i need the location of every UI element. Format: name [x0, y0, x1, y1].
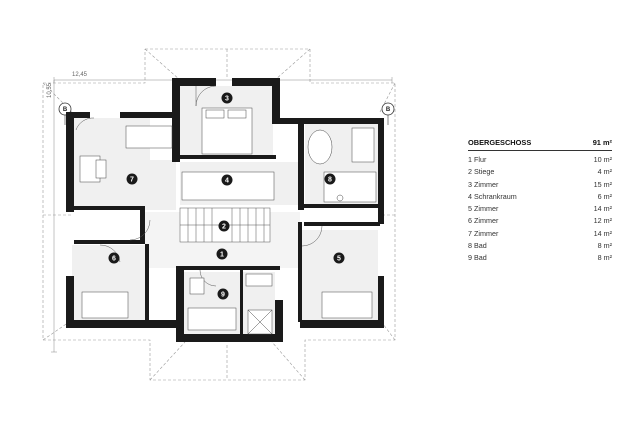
bed-room-7: [125, 125, 173, 149]
bathtub: [187, 307, 237, 331]
room-label-9: 9: [217, 288, 229, 300]
room-label-7: 7: [126, 173, 138, 185]
room-label-8: 8: [324, 173, 336, 185]
legend-title: OBERGESCHOSS: [468, 138, 532, 147]
room-label-2: 2: [218, 220, 230, 232]
walls: [66, 78, 384, 342]
doors: [75, 85, 323, 287]
depth-dimension: 10,55: [47, 82, 53, 98]
roof-outline: [42, 48, 396, 381]
legend-header: OBERGESCHOSS 91 m²: [468, 138, 612, 151]
room-label-3: 3: [221, 92, 233, 104]
legend-total: 91 m²: [592, 138, 612, 147]
svg-text:4: 4: [225, 178, 229, 185]
bed-room-5: [321, 291, 373, 319]
bathtub-ellipse: [307, 129, 333, 165]
room-labels: 1 2 3 4 5 6 7 8 9: [108, 92, 345, 300]
bed-room-6: [81, 291, 129, 319]
dimension-lines: [51, 77, 393, 353]
section-marker-right: B: [381, 102, 395, 125]
svg-text:5: 5: [337, 256, 341, 263]
svg-text:3: 3: [225, 96, 229, 103]
width-dimension: 12,45: [72, 72, 88, 78]
svg-text:6: 6: [112, 256, 116, 263]
svg-text:8: 8: [328, 177, 332, 184]
furniture: [79, 107, 377, 335]
svg-text:1: 1: [220, 252, 224, 259]
svg-text:2: 2: [222, 224, 226, 231]
svg-text:B: B: [386, 107, 391, 113]
svg-text:7: 7: [130, 177, 134, 184]
svg-text:9: 9: [221, 292, 225, 299]
room-label-6: 6: [108, 252, 120, 264]
room-label-1: 1: [216, 248, 228, 260]
room-label-5: 5: [333, 252, 345, 264]
room-label-4: 4: [221, 174, 233, 186]
svg-text:B: B: [63, 107, 68, 113]
